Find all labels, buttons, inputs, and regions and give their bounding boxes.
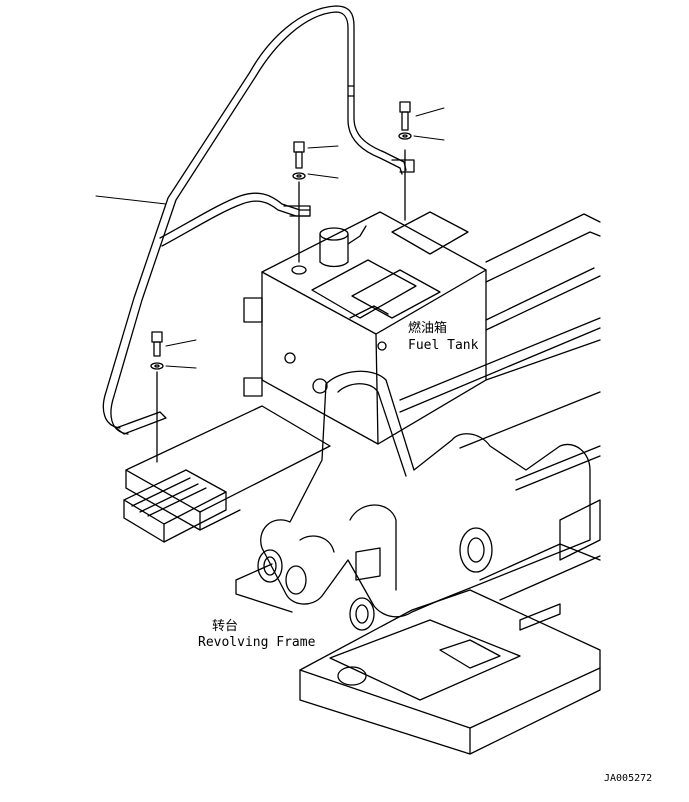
revolving-frame-label-cn: 转台 [212,619,239,634]
leader-lines [95,107,445,369]
revolving-frame-label-en: Revolving Frame [198,635,316,650]
deck-platform [123,405,331,613]
small-handle [159,192,311,247]
fuel-tank [243,211,487,445]
drawing-number: JA005272 [604,773,653,784]
fuel-tank-label-en: Fuel Tank [408,338,479,353]
handrail [102,5,415,435]
boom-bracket [257,370,591,631]
bolt-and-washer-sets [150,101,412,463]
revolving-frame [299,499,601,755]
upper-frame-right [399,213,601,491]
fuel-tank-label-cn: 燃油箱 [408,321,448,336]
